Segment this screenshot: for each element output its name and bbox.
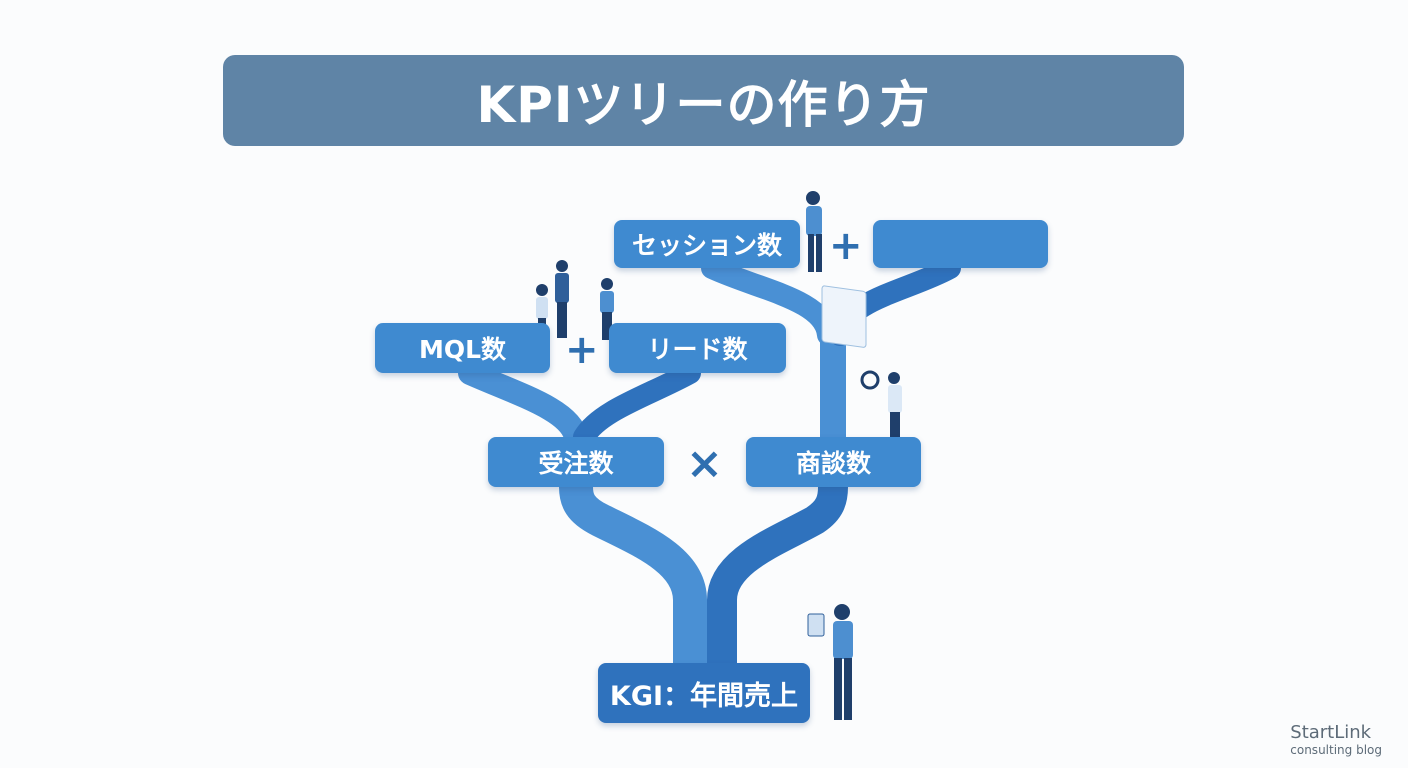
node-session-count: セッション数 [614, 220, 800, 268]
brand-name: StartLink [1290, 722, 1372, 743]
trunk-right [707, 472, 848, 685]
branch-mql [458, 361, 588, 449]
node-blank [873, 220, 1048, 268]
branch-lead [573, 362, 701, 448]
plus-operator: + [565, 327, 599, 373]
person-analyst-icon [806, 191, 867, 348]
brand-tagline: consulting blog [1290, 743, 1382, 757]
person-tablet-icon [807, 604, 853, 720]
node-meeting-count: 商談数 [746, 437, 921, 487]
node-order-count: 受注数 [488, 437, 664, 487]
times-operator: × [686, 438, 723, 489]
plus-operator: + [829, 223, 863, 269]
person-magnifier-icon [860, 370, 902, 448]
brand-watermark: StartLink consulting blog [1290, 722, 1382, 757]
node-mql-count: MQL数 [375, 323, 550, 373]
page-title: KPIツリーの作り方 [223, 55, 1184, 146]
trunk [559, 470, 707, 687]
node-kgi-annual-sales: KGI：年間売上 [598, 663, 810, 723]
node-lead-count: リード数 [609, 323, 786, 373]
